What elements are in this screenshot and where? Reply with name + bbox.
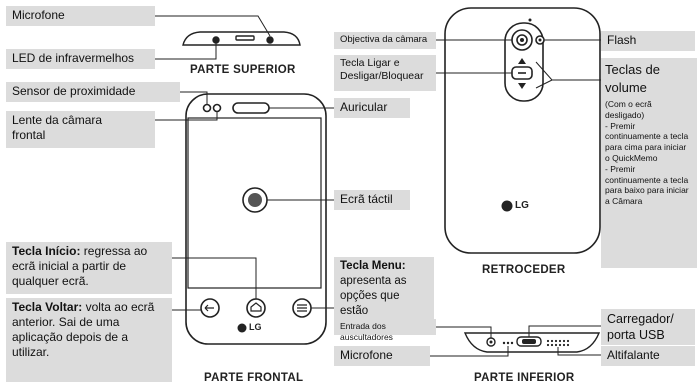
- label-auricular: Auricular: [334, 98, 410, 118]
- teclas-volume-desc: (Com o ecrã desligado) - Premir continua…: [605, 99, 689, 207]
- leader-lines: [155, 15, 601, 357]
- label-tecla-voltar: Tecla Voltar: volta ao ecrã anterior. Sa…: [6, 298, 172, 382]
- label-ecra-tactil: Ecrã táctil: [334, 190, 410, 210]
- tecla-menu-title: Tecla Menu:: [340, 260, 406, 272]
- caption-parte-frontal: PARTE FRONTAL: [204, 372, 304, 384]
- earpiece-slot: [232, 102, 270, 114]
- label-tecla-menu: Tecla Menu: apresenta as opções que estã…: [334, 257, 434, 332]
- label-tecla-ligar: Tecla Ligar e Desligar/Bloquear: [334, 55, 436, 91]
- caption-retroceder: RETROCEDER: [482, 264, 566, 276]
- tecla-inicio-title: Tecla Início:: [12, 244, 81, 258]
- front-proximity-sensor: [202, 103, 212, 113]
- label-led-infravermelhos: LED de infravermelhos: [6, 49, 155, 69]
- label-microfone-top: Microfone: [6, 6, 155, 26]
- tecla-inicio-desc: regressa ao ecrã inicial a partir de qua…: [12, 244, 148, 288]
- teclas-volume-title: Teclas de volume: [605, 62, 660, 95]
- phone-back: [444, 7, 601, 254]
- label-entrada-auscultadores: Entrada dos auscultadores: [334, 319, 436, 342]
- caption-parte-inferior: PARTE INFERIOR: [474, 372, 575, 384]
- label-teclas-volume: Teclas de volume (Com o ecrã desligado) …: [601, 58, 697, 268]
- bottom-mic-holes: [502, 341, 514, 345]
- top-ir-led: [266, 36, 274, 44]
- label-lente-camara-frontal: Lente da câmara frontal: [6, 111, 155, 148]
- lg-logo-front: LG: [249, 322, 262, 332]
- label-tecla-inicio: Tecla Início: regressa ao ecrã inicial a…: [6, 242, 172, 294]
- label-flash: Flash: [601, 31, 695, 51]
- label-altifalante: Altifalante: [601, 346, 695, 366]
- label-carregador-usb: Carregador/ porta USB: [601, 309, 695, 345]
- front-camera-lens: [212, 103, 222, 113]
- tecla-voltar-desc: volta ao ecrã anterior. Sai de uma aplic…: [12, 300, 155, 359]
- phone-top-view: [182, 31, 301, 46]
- label-microfone-bottom: Microfone: [334, 346, 430, 366]
- lg-logo-back: LG: [515, 200, 529, 211]
- phone-front: [185, 93, 327, 345]
- home-key-icon: [246, 298, 266, 318]
- top-microphone-hole: [212, 36, 220, 44]
- tecla-voltar-title: Tecla Voltar:: [12, 300, 83, 314]
- label-sensor-proximidade: Sensor de proximidade: [6, 82, 180, 102]
- label-objectiva-camara: Objectiva da câmara: [334, 32, 436, 49]
- speaker-holes: [546, 339, 570, 347]
- phone-bottom-view: [463, 332, 601, 353]
- caption-parte-superior: PARTE SUPERIOR: [190, 64, 296, 76]
